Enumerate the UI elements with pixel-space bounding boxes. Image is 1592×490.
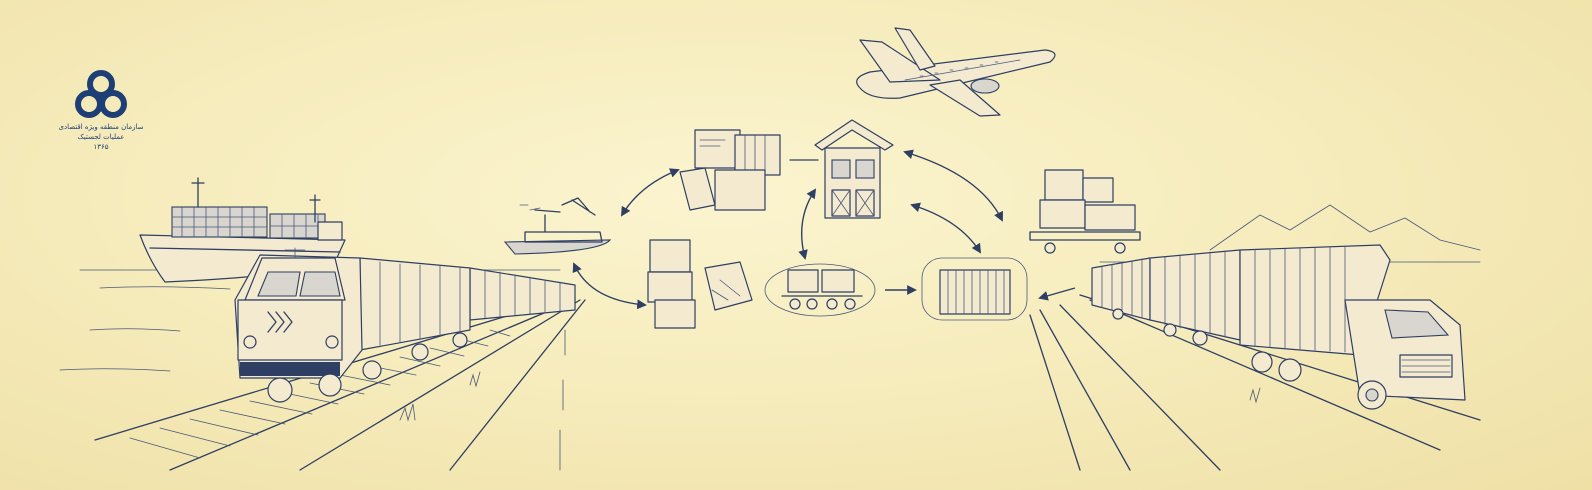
flow-arrows (572, 149, 1076, 310)
grass-tufts (399, 371, 1261, 422)
pallet-boxes-icon (1029, 169, 1141, 254)
stacked-boxes-top-icon (679, 129, 781, 211)
left-railway (94, 299, 586, 471)
logo-year: ۱۳۶۵ (93, 143, 109, 151)
logo-title: سازمان منطقه ویژه اقتصادی (58, 123, 144, 131)
truck-icon (1239, 244, 1466, 410)
locomotive-icon (234, 247, 576, 403)
container-icon (921, 257, 1028, 321)
logo-subtitle: عملیات لجستیک (77, 133, 125, 141)
warehouse-icon (789, 119, 894, 219)
port-boat-icon (503, 197, 612, 255)
right-train-icon (1091, 249, 1241, 346)
company-logo: سازمان منطقه ویژه اقتصادی عملیات لجستیک … (56, 70, 146, 152)
three-circle-emblem-icon (75, 70, 127, 118)
stacked-boxes-lower-icon (647, 239, 753, 329)
airplane-icon (856, 27, 1056, 117)
freight-wagon-icon (764, 263, 876, 317)
